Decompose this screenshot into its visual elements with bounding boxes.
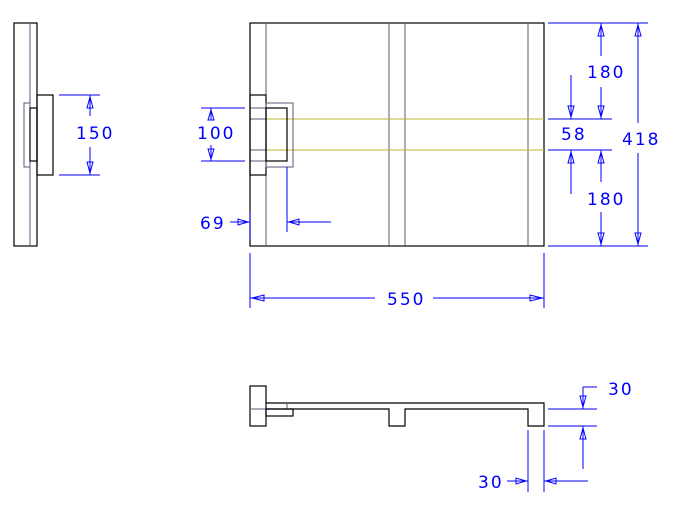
dim-label-30-vertical: 30 (608, 380, 634, 400)
dim-label-30-horizontal: 30 (478, 473, 504, 493)
dim-label-418: 418 (622, 130, 660, 150)
dim-label-150: 150 (76, 124, 114, 144)
dim-label-180-upper: 180 (587, 63, 625, 83)
dim-label-550: 550 (387, 290, 425, 310)
dim-30-vertical: 30 (548, 380, 634, 469)
dim-label-180-lower: 180 (587, 190, 625, 210)
dim-69: 69 (200, 167, 331, 240)
dim-label-69: 69 (200, 214, 226, 234)
dim-label-100: 100 (197, 124, 235, 144)
dim-label-58: 58 (561, 125, 587, 145)
bottom-view (249, 385, 545, 427)
side-view (13, 22, 54, 247)
dim-100: 100 (197, 107, 245, 162)
dim-30-horizontal: 30 (478, 430, 588, 493)
dims-right: 180 58 180 418 (548, 22, 660, 247)
front-view (249, 22, 545, 247)
dim-550: 550 (249, 253, 545, 310)
dim-150: 150 (59, 94, 114, 176)
